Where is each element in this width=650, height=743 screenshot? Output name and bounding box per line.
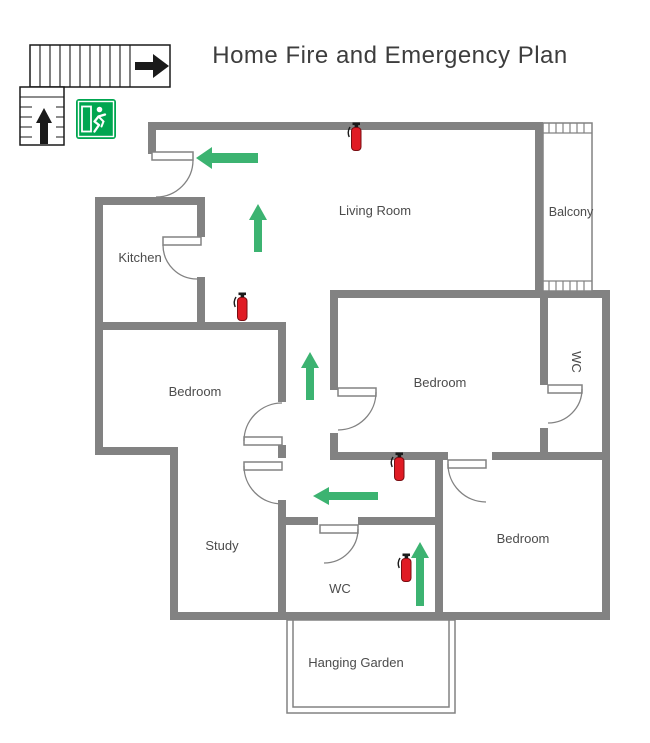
bedroom-left-door-icon <box>243 402 283 446</box>
room-label-living-room: Living Room <box>339 203 411 218</box>
kitchen-door-icon <box>162 236 202 280</box>
door-swing-arc <box>547 388 583 424</box>
fire-extinguisher-icon <box>397 552 412 583</box>
stair-direction-arrow-right <box>135 54 169 78</box>
door-leaf <box>447 459 487 469</box>
room-label-balcony: Balcony <box>549 205 594 219</box>
door-leaf <box>319 524 359 534</box>
emergency-exit-icon <box>76 99 116 139</box>
balcony-railing-hatch-top <box>548 123 585 133</box>
escape-arrow-left-hallway <box>313 487 378 505</box>
doors <box>151 151 583 564</box>
room-label-wc-upper: WC <box>569 351 584 373</box>
page-title: Home Fire and Emergency Plan <box>212 42 568 69</box>
door-swing-arc <box>243 465 283 505</box>
bedroom-middle-door-icon <box>337 387 377 431</box>
runner-body-shape <box>93 113 107 133</box>
runner-leg-shape <box>97 115 105 128</box>
wc-lower-door-icon <box>319 524 359 564</box>
door-swing-arc <box>323 528 359 564</box>
door-swing-arc <box>155 159 194 198</box>
door-swing-arc <box>243 402 283 442</box>
room-label-study: Study <box>205 538 239 553</box>
door-leaf <box>151 151 194 161</box>
door-leaf <box>243 436 283 446</box>
room-label-bedroom-right: Bedroom <box>497 531 550 546</box>
bedroom-right-door-icon <box>447 459 487 503</box>
door-swing-arc <box>162 244 198 280</box>
door-leaf <box>243 461 283 471</box>
room-label-wc-lower: WC <box>329 581 351 596</box>
fire-extinguisher-icon <box>233 291 248 322</box>
escape-arrow-up-wc <box>411 542 429 606</box>
wc-upper-door-icon <box>547 384 583 424</box>
balcony-structure <box>542 122 593 292</box>
room-label-bedroom-middle: Bedroom <box>414 375 467 390</box>
room-labels: Living Room Balcony Kitchen Bedroom Bedr… <box>118 203 594 670</box>
escape-arrow-left-entry <box>196 147 258 169</box>
door-leaf <box>162 236 202 246</box>
hanging-garden-structure <box>286 619 456 714</box>
room-label-bedroom-left: Bedroom <box>169 384 222 399</box>
door-leaf <box>337 387 377 397</box>
escape-route-arrows <box>196 147 429 606</box>
door-leaf <box>547 384 583 394</box>
room-label-kitchen: Kitchen <box>118 250 161 265</box>
stair-direction-arrow-up <box>36 108 52 144</box>
door-swing-arc <box>447 463 487 503</box>
fire-extinguishers <box>233 121 412 583</box>
balcony-railing-hatch-bottom <box>548 281 585 291</box>
escape-arrow-up-corridor <box>301 352 319 400</box>
runner-head-shape <box>96 106 103 113</box>
door-swing-arc <box>337 391 377 431</box>
staircase-icon <box>19 44 171 146</box>
room-label-hanging-garden: Hanging Garden <box>308 655 403 670</box>
escape-arrow-up-living-room <box>249 204 267 252</box>
entry-door-icon <box>151 151 194 198</box>
exit-door-shape <box>81 105 92 133</box>
study-door-icon <box>243 461 283 505</box>
